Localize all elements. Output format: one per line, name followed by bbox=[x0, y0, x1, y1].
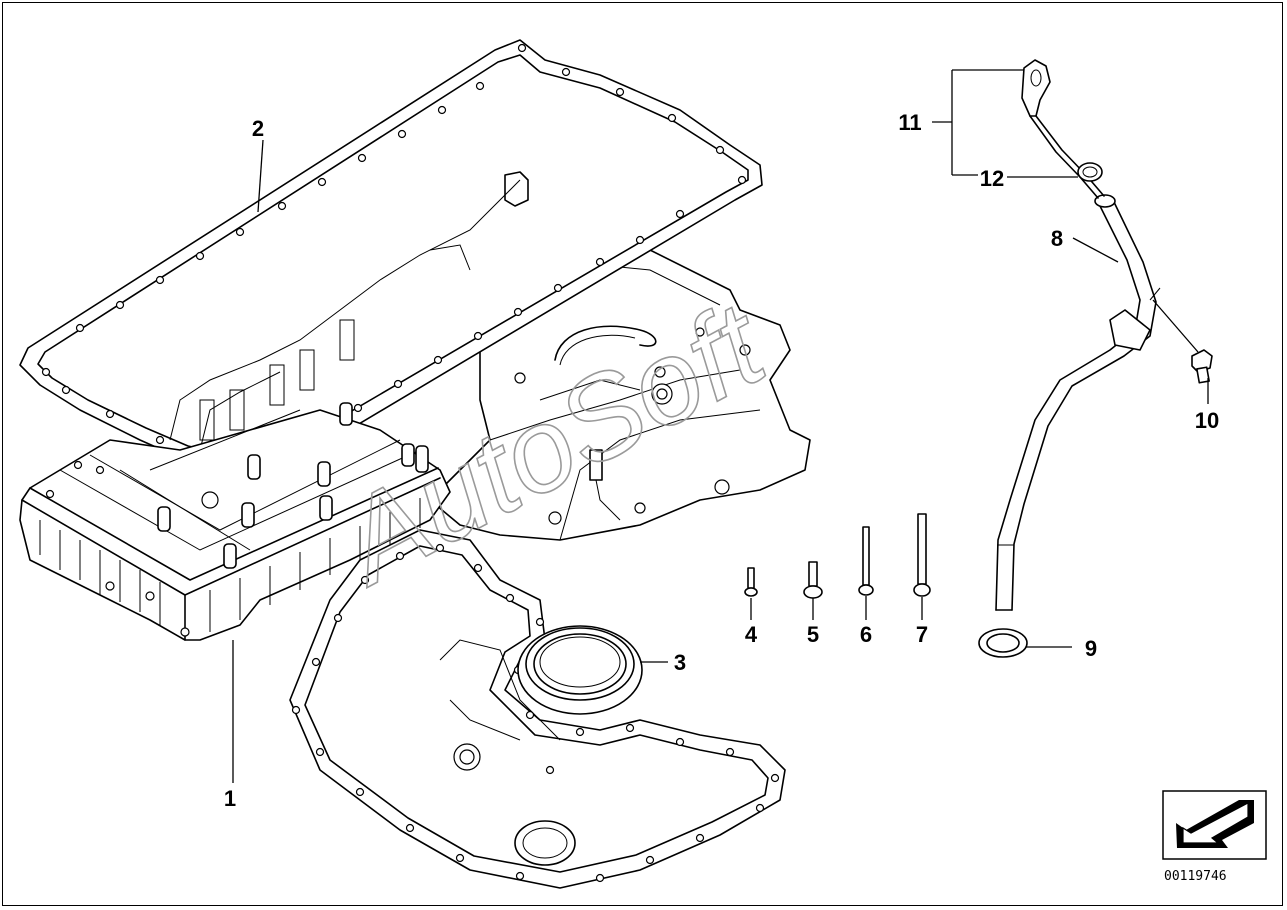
bolt-6 bbox=[858, 526, 874, 596]
callout-9: 9 bbox=[1085, 636, 1097, 661]
callout-10: 10 bbox=[1195, 408, 1219, 433]
lower-oil-pan-gasket bbox=[289, 529, 786, 889]
callout-5: 5 bbox=[807, 622, 819, 647]
bolt-7 bbox=[913, 513, 931, 597]
callout-7: 7 bbox=[916, 622, 928, 647]
oil-dipstick-guide-tube bbox=[995, 194, 1161, 611]
callout-11: 11 bbox=[898, 110, 921, 135]
oil-pan-front-section bbox=[19, 402, 451, 641]
bolt-5 bbox=[803, 561, 823, 599]
leader-lines bbox=[232, 69, 1209, 783]
reference-number: 00119746 bbox=[1164, 869, 1227, 884]
callout-3: 3 bbox=[674, 650, 686, 675]
shaft-seal bbox=[517, 625, 643, 715]
callout-12: 12 bbox=[980, 166, 1004, 191]
callout-6: 6 bbox=[860, 622, 872, 647]
callout-2: 2 bbox=[252, 116, 264, 141]
bolt-4 bbox=[744, 567, 758, 597]
bolt-10 bbox=[1191, 349, 1213, 384]
oil-dipstick bbox=[1021, 59, 1105, 199]
callout-8: 8 bbox=[1051, 226, 1063, 251]
callouts: 2 1 3 4 5 6 7 8 9 10 11 12 bbox=[224, 110, 1219, 811]
callout-4: 4 bbox=[745, 622, 758, 647]
seal-ring-9 bbox=[978, 628, 1028, 658]
arrow-down-left-icon[interactable] bbox=[1162, 790, 1267, 860]
callout-1: 1 bbox=[224, 786, 236, 811]
o-ring-12 bbox=[1077, 162, 1103, 182]
